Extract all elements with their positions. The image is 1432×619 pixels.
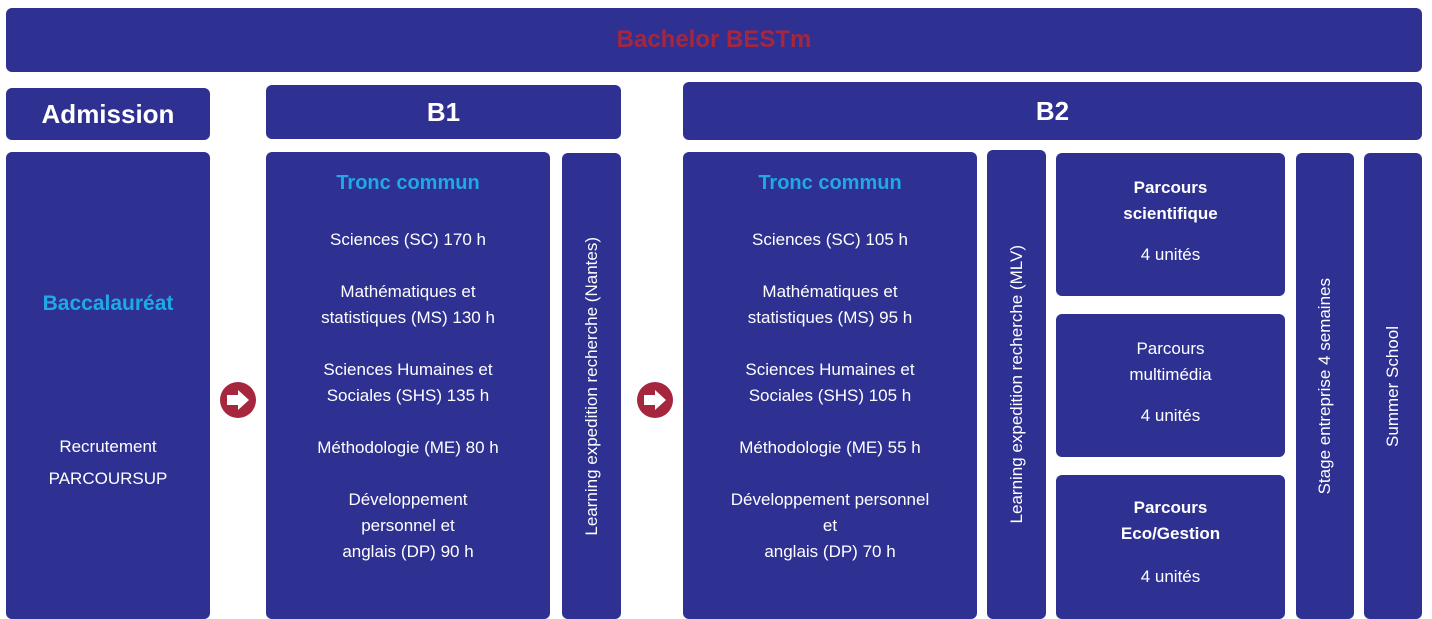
stage-entreprise-label: Stage entreprise 4 semaines	[1315, 277, 1334, 495]
parcours-eco-gestion: Parcours Eco/Gestion 4 unités	[1056, 475, 1285, 619]
b2-tronc-title: Tronc commun	[758, 172, 902, 194]
b2-tronc-box: Tronc commun Sciences (SC) 105 h Mathéma…	[683, 152, 977, 619]
b2-learning-label: Learning expedition recherche (MLV)	[1006, 245, 1026, 524]
parcours-scientifique-title: Parcours scientifique	[1123, 178, 1218, 223]
b1-item-shs: Sciences Humaines et Sociales (SHS) 135 …	[323, 360, 493, 405]
b1-item-developpement: Développement personnel et anglais (DP) …	[342, 490, 474, 561]
parcours-multimedia-title: Parcours multimédia	[1129, 339, 1212, 384]
parcours-scientifique-units: 4 unités	[1140, 245, 1201, 264]
b1-header: B1	[266, 85, 621, 139]
b2-item-sciences: Sciences (SC) 105 h	[752, 230, 908, 249]
parcours-multimedia: Parcours multimédia 4 unités	[1056, 314, 1285, 457]
recruitment-line1: Recrutement	[59, 437, 157, 456]
b2-item-maths: Mathématiques et statistiques (MS) 95 h	[747, 282, 913, 327]
b2-header: B2	[683, 82, 1422, 140]
title-banner: Bachelor BESTm	[6, 8, 1422, 72]
b1-item-maths: Mathématiques et statistiques (MS) 130 h	[321, 282, 495, 327]
b1-learning-expedition: Learning expedition recherche (Nantes)	[562, 153, 621, 619]
parcours-scientifique: Parcours scientifique 4 unités	[1056, 153, 1285, 296]
admission-box: Baccalauréat Recrutement PARCOURSUP	[6, 152, 210, 619]
b2-header-label: B2	[1035, 95, 1070, 126]
b1-learning-label: Learning expedition recherche (Nantes)	[581, 236, 601, 536]
parcours-eco-gestion-units: 4 unités	[1140, 567, 1201, 586]
recruitment-line2: PARCOURSUP	[48, 469, 168, 488]
summer-school-label: Summer School	[1383, 325, 1402, 447]
page-title: Bachelor BESTm	[616, 26, 812, 53]
admission-header-label: Admission	[41, 98, 175, 129]
b2-item-methodologie: Méthodologie (ME) 55 h	[739, 438, 921, 457]
stage-entreprise: Stage entreprise 4 semaines	[1296, 153, 1354, 619]
b1-item-sciences: Sciences (SC) 170 h	[330, 230, 486, 249]
b1-tronc-box: Tronc commun Sciences (SC) 170 h Mathéma…	[266, 152, 550, 619]
b1-header-label: B1	[426, 96, 461, 127]
baccalaureat-label: Baccalauréat	[42, 292, 174, 315]
summer-school: Summer School	[1364, 153, 1422, 619]
arrow-right-icon	[220, 382, 256, 418]
b2-learning-expedition: Learning expedition recherche (MLV)	[987, 150, 1046, 619]
b1-tronc-title: Tronc commun	[336, 172, 480, 194]
parcours-eco-gestion-title: Parcours Eco/Gestion	[1120, 498, 1221, 543]
b2-item-shs: Sciences Humaines et Sociales (SHS) 105 …	[745, 360, 915, 405]
arrow-right-icon	[637, 382, 673, 418]
parcours-multimedia-units: 4 unités	[1140, 406, 1201, 425]
recruitment-text: Recrutement PARCOURSUP	[49, 431, 168, 495]
b2-item-developpement: Développement personnel et anglais (DP) …	[730, 490, 930, 561]
b1-item-methodologie: Méthodologie (ME) 80 h	[317, 438, 499, 457]
admission-header: Admission	[6, 88, 210, 140]
